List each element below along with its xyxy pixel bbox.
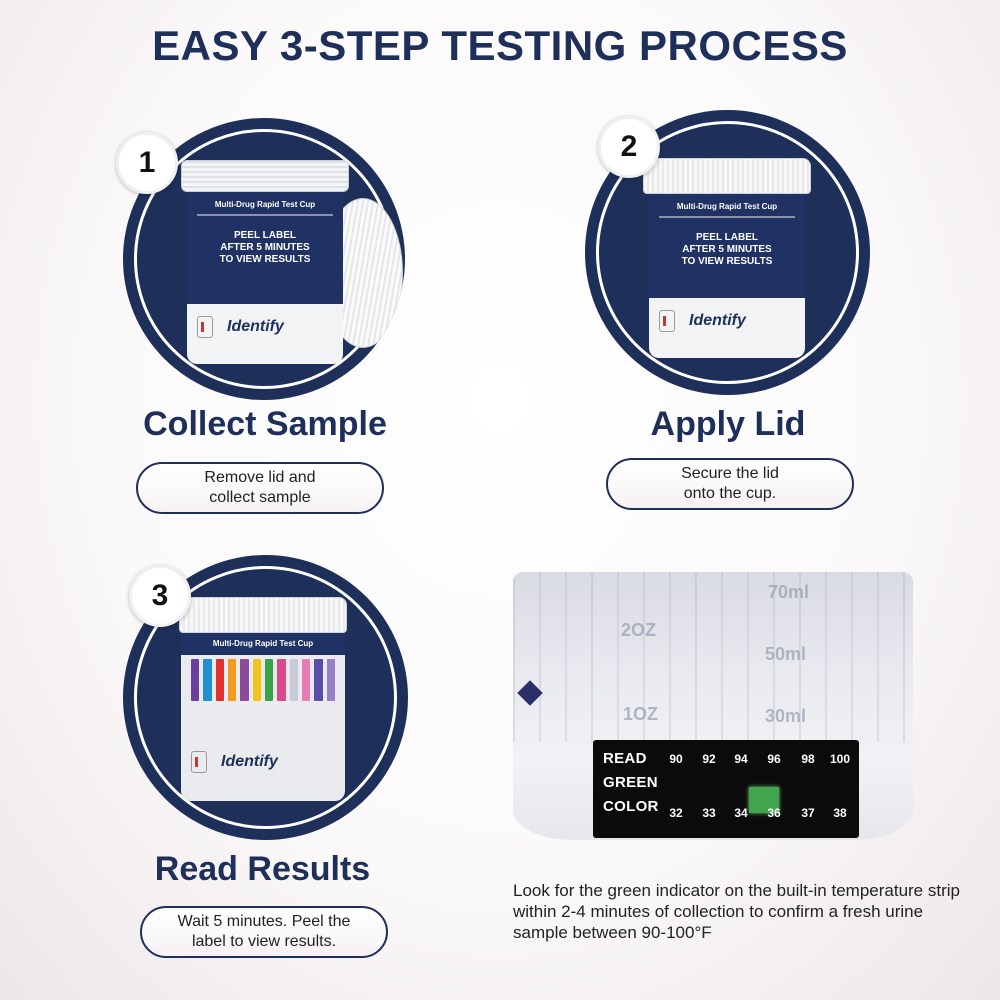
step-2-number: 2	[598, 116, 660, 178]
step-2-description-text: Secure the lid onto the cup.	[681, 465, 779, 502]
result-card-icon	[191, 751, 207, 773]
strip-label-color: COLOR	[603, 798, 659, 815]
step-1-number: 1	[116, 132, 178, 194]
cup-label: Multi-Drug Rapid Test Cup PEEL LABEL AFT…	[649, 194, 805, 298]
brand-name: Identify	[227, 318, 284, 335]
test-cup-image: Multi-Drug Rapid Test Cup PEEL LABEL AFT…	[643, 158, 811, 358]
test-strip	[191, 659, 200, 701]
test-strip	[289, 659, 298, 701]
test-strip	[264, 659, 274, 701]
test-strip	[215, 659, 224, 701]
cup-label-title: Multi-Drug Rapid Test Cup	[212, 639, 314, 648]
step-2-illustration: Multi-Drug Rapid Test Cup PEEL LABEL AFT…	[585, 110, 870, 395]
fahrenheit-value: 90	[669, 752, 683, 766]
cup-label-title: Multi-Drug Rapid Test Cup	[197, 192, 333, 216]
celsius-value: 38	[833, 806, 847, 820]
test-strip	[326, 659, 335, 701]
fahrenheit-value: 98	[801, 752, 815, 766]
brand-name: Identify	[689, 312, 746, 329]
temperature-strip-photo: 70ml 2OZ 50ml 1OZ 30ml READ GREEN COLOR …	[513, 572, 913, 840]
cup-mark: 1OZ	[623, 704, 659, 724]
test-strip	[240, 659, 249, 701]
step-1-title: Collect Sample	[143, 405, 387, 443]
fahrenheit-value: 94	[734, 752, 748, 766]
cup-brand: Identify	[187, 316, 343, 338]
cup-label: Multi-Drug Rapid Test Cup PEEL LABEL AFT…	[187, 192, 343, 304]
cup-label-instruction: PEEL LABEL AFTER 5 MINUTES TO VIEW RESUL…	[219, 230, 311, 265]
cup-label-instruction: PEEL LABEL AFTER 5 MINUTES TO VIEW RESUL…	[681, 232, 773, 267]
cup-lid	[179, 597, 347, 633]
cup-lid	[643, 158, 811, 194]
test-cup-image: Multi-Drug Rapid Test Cup Identify	[175, 597, 351, 802]
test-strip	[227, 659, 237, 701]
circle-ring	[134, 566, 397, 829]
step-3-illustration: Multi-Drug Rapid Test Cup Identify	[123, 555, 408, 840]
cup-brand: Identify	[181, 751, 345, 773]
test-strip	[301, 659, 311, 701]
celsius-value: 37	[801, 806, 815, 820]
step-1-description-text: Remove lid and collect sample	[204, 469, 316, 506]
page-title: EASY 3-STEP TESTING PROCESS	[152, 22, 848, 69]
strip-label-read: READ	[603, 750, 647, 767]
cup-body: Multi-Drug Rapid Test Cup PEEL LABEL AFT…	[187, 192, 343, 364]
temperature-caption: Look for the green indicator on the buil…	[513, 881, 960, 942]
temperature-strip: READ GREEN COLOR 90 92 94 96 98 100 32 3…	[593, 740, 859, 838]
test-strip	[277, 659, 286, 701]
cup-rim	[181, 160, 349, 192]
step-2-description: Secure the lid onto the cup.	[606, 458, 854, 510]
cup-body: Multi-Drug Rapid Test Cup Identify	[181, 633, 345, 801]
cup-brand: Identify	[649, 310, 805, 332]
test-cup-image: Multi-Drug Rapid Test Cup PEEL LABEL AFT…	[181, 160, 349, 365]
cup-mark: 70ml	[768, 582, 810, 602]
celsius-value: 36	[767, 806, 781, 820]
strip-label-green: GREEN	[603, 774, 658, 791]
fahrenheit-value: 96	[767, 752, 781, 766]
cup-body: Multi-Drug Rapid Test Cup PEEL LABEL AFT…	[649, 194, 805, 358]
cup-mark: 30ml	[765, 706, 807, 726]
step-3-number: 3	[129, 565, 191, 627]
cup-label: Multi-Drug Rapid Test Cup	[181, 633, 345, 655]
step-1-illustration: Multi-Drug Rapid Test Cup PEEL LABEL AFT…	[123, 118, 405, 400]
celsius-value: 34	[734, 806, 748, 820]
cup-ribs	[513, 572, 913, 742]
fahrenheit-value: 92	[702, 752, 716, 766]
step-3-description-text: Wait 5 minutes. Peel the label to view r…	[177, 913, 351, 950]
cup-mark: 50ml	[765, 644, 807, 664]
test-strip	[314, 659, 323, 701]
test-strip	[203, 659, 212, 701]
test-strips	[191, 659, 335, 701]
cup-mark: 2OZ	[621, 620, 657, 640]
step-1-description: Remove lid and collect sample	[136, 462, 384, 514]
circle-ring	[596, 121, 859, 384]
fahrenheit-value: 100	[829, 752, 851, 766]
result-card-icon	[197, 316, 213, 338]
celsius-value: 32	[669, 806, 683, 820]
brand-name: Identify	[221, 753, 278, 770]
step-2-title: Apply Lid	[650, 405, 806, 443]
result-card-icon	[659, 310, 675, 332]
step-3-description: Wait 5 minutes. Peel the label to view r…	[140, 906, 388, 958]
celsius-value: 33	[702, 806, 716, 820]
test-strip	[252, 659, 261, 701]
cup-label-title: Multi-Drug Rapid Test Cup	[659, 194, 795, 218]
step-3-title: Read Results	[154, 850, 371, 888]
green-indicator	[749, 787, 779, 813]
